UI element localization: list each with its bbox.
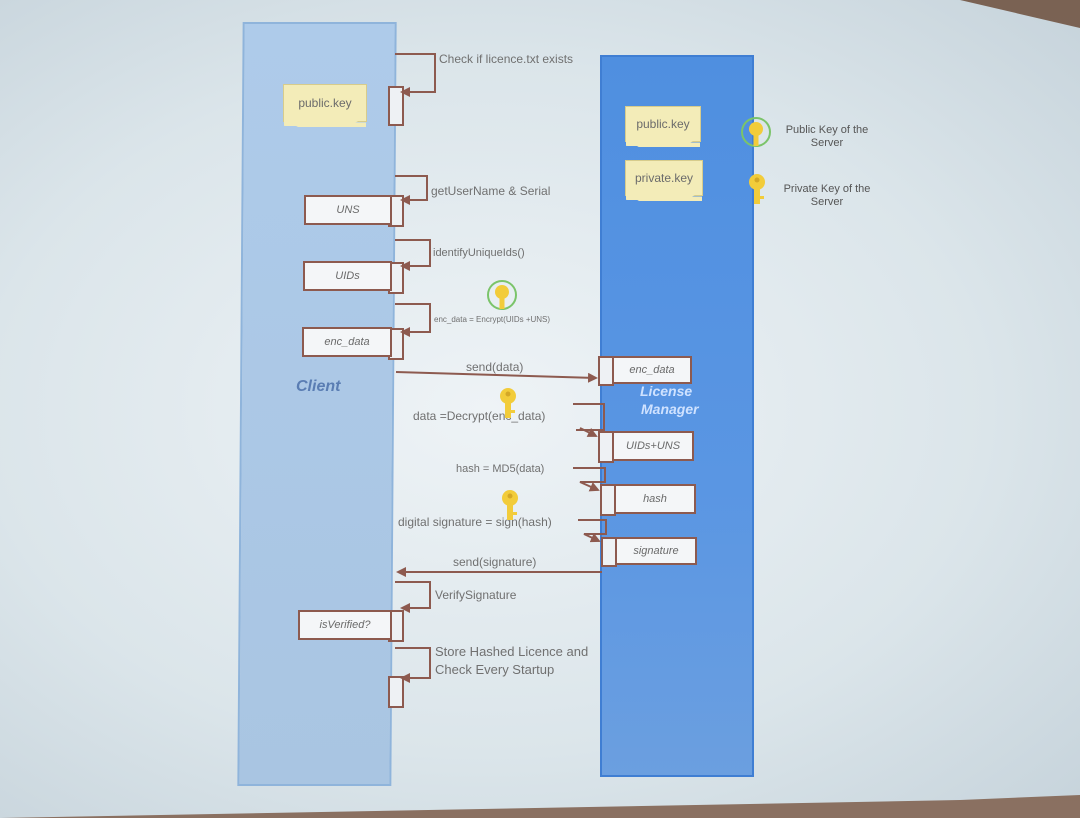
activation-bar [388, 676, 404, 708]
step-send-signature: send(signature) [453, 555, 537, 569]
self-call-arrow [395, 53, 436, 97]
enc-data-object: enc_data [302, 327, 392, 357]
server-public-key-note: public.key [625, 106, 701, 147]
client-title: Client [296, 378, 341, 395]
self-call-arrow [395, 303, 431, 337]
is-verified-object: isVerified? [298, 610, 392, 640]
private-key-icon [500, 388, 516, 418]
self-call-arrow [395, 175, 428, 205]
step-sign: digital signature = sign(hash) [398, 515, 552, 529]
server-enc-data-object: enc_data [612, 356, 692, 384]
step-check-licence: Check if licence.txt exists [439, 52, 574, 66]
legend-private-key-text: Private Key of the Server [783, 183, 871, 209]
step-encrypt: enc_data = Encrypt(UIDs +UNS) [434, 315, 551, 324]
server-title-line2: Manager [641, 401, 699, 417]
self-call-arrow [395, 581, 431, 613]
self-call-arrow [573, 467, 606, 492]
server-title-line1: License [640, 383, 693, 399]
uids-object: UIDs [303, 261, 392, 291]
legend-public-key-icon [741, 117, 771, 147]
step-get-user: getUserName & Serial [431, 184, 551, 198]
uns-object: UNS [304, 195, 392, 225]
step-store-line2: Check Every Startup [435, 662, 555, 677]
step-store-line1: Store Hashed Licence and [435, 644, 589, 659]
client-public-key-note: public.key [283, 84, 367, 127]
step-hash: hash = MD5(data) [456, 463, 545, 475]
self-call-arrow [395, 647, 431, 683]
self-call-arrow [395, 239, 431, 271]
private-key-icon [502, 490, 518, 520]
self-call-arrow [578, 519, 607, 543]
hash-object: hash [614, 484, 696, 514]
uids-uns-object: UIDs+UNS [612, 431, 694, 461]
step-identify: identifyUniqueIds() [433, 247, 525, 259]
step-send-data: send(data) [466, 360, 524, 374]
send-data-arrow [395, 371, 598, 383]
server-private-key-note: private.key [625, 160, 703, 201]
public-key-icon [487, 280, 517, 310]
step-verify: VerifySignature [435, 588, 517, 602]
legend-public-key-text: Public Key of the Server [785, 124, 869, 150]
self-call-arrow [573, 403, 605, 431]
signature-object: signature [615, 537, 697, 565]
legend-private-key-icon [749, 174, 765, 204]
